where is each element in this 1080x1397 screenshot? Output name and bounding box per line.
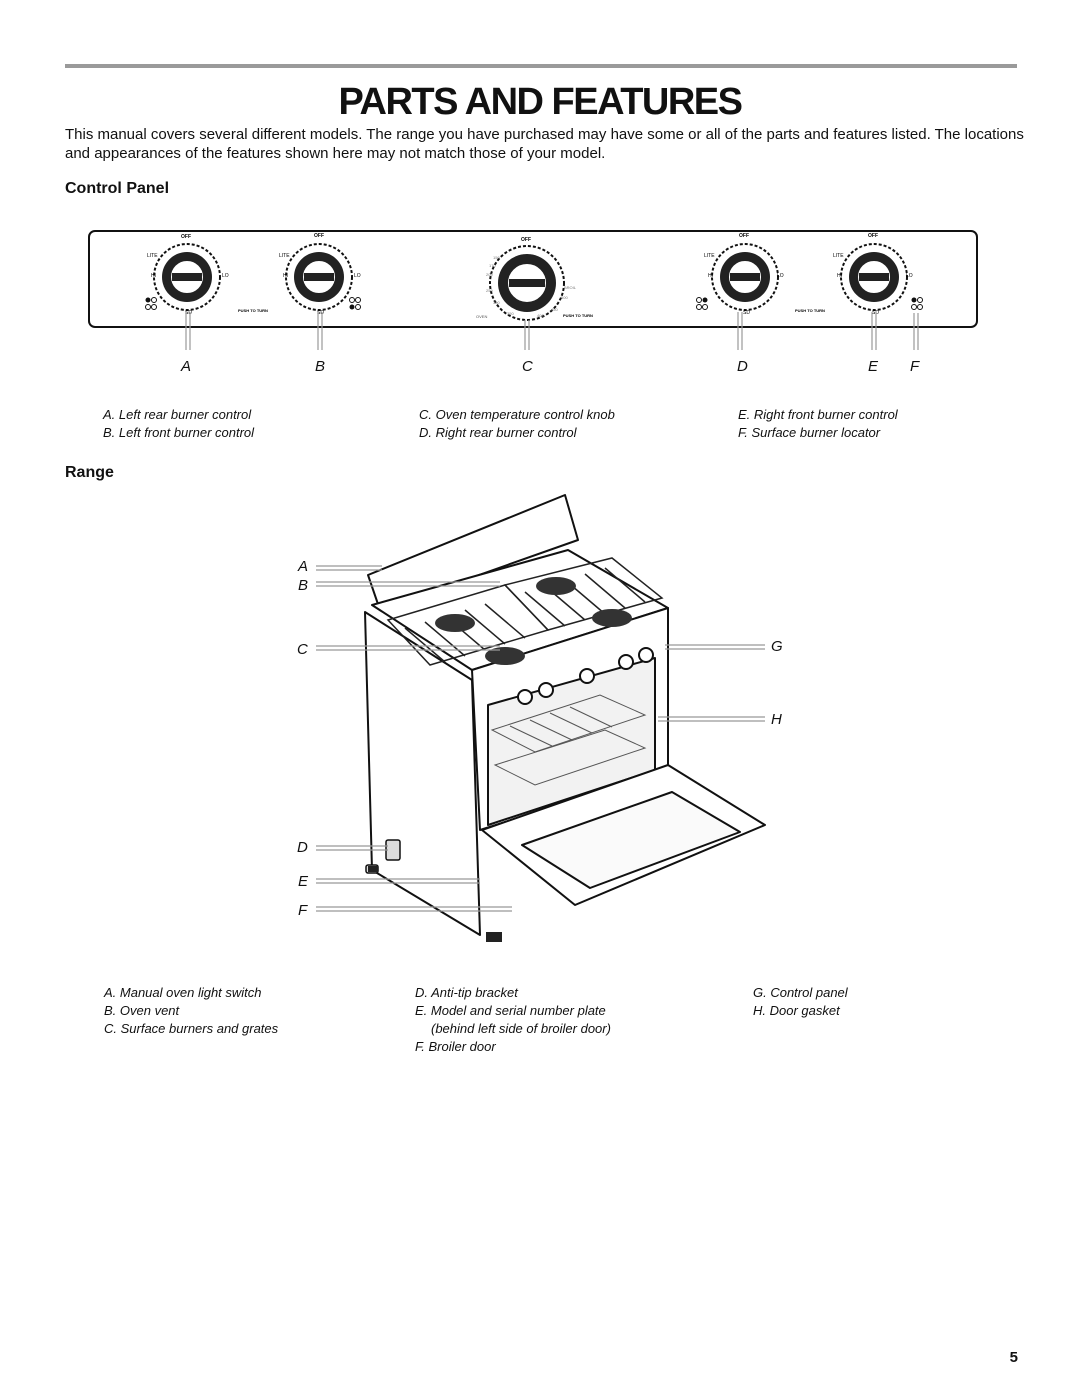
svg-text:OFF: OFF bbox=[868, 233, 878, 239]
callout-f: F bbox=[910, 358, 920, 375]
control-panel-leader-lines bbox=[185, 312, 919, 350]
callout-a: A bbox=[181, 358, 192, 375]
oven-racks bbox=[490, 694, 647, 786]
svg-text:400: 400 bbox=[537, 313, 544, 318]
svg-text:OFF: OFF bbox=[181, 234, 191, 240]
svg-text:HI: HI bbox=[837, 273, 842, 279]
range-callout-b: B bbox=[298, 577, 309, 594]
knob-left-front: OFF LITE HI LO SD bbox=[279, 233, 361, 316]
svg-text:300: 300 bbox=[493, 300, 500, 305]
range-knobs bbox=[517, 647, 654, 705]
control-panel-captions-col1: A. Left rear burner control B. Left fron… bbox=[103, 407, 255, 440]
svg-text:PUSH TO TURN: PUSH TO TURN bbox=[238, 308, 268, 313]
range-callout-f: F bbox=[298, 902, 308, 919]
range-callout-h: H bbox=[771, 711, 782, 728]
range-heading: Range bbox=[65, 464, 114, 481]
feet bbox=[368, 866, 502, 942]
range-callout-e: E bbox=[298, 873, 309, 890]
knob-right-front: OFF LITE HI LO SD bbox=[833, 233, 913, 316]
burner-locator-icon-right-2 bbox=[911, 297, 923, 310]
range-callout-c: C bbox=[297, 641, 308, 658]
burner-locator-icon-left bbox=[145, 297, 157, 310]
svg-text:LO: LO bbox=[777, 273, 784, 279]
svg-text:OFF: OFF bbox=[739, 233, 749, 239]
svg-text:LO: LO bbox=[906, 273, 913, 279]
svg-text:HI: HI bbox=[708, 273, 713, 279]
range-captions-col1: A. Manual oven light switch B. Oven vent… bbox=[104, 985, 279, 1036]
control-panel-diagram: OFF LITE HI LO SD OFF LITE HI LO SD PUSH… bbox=[88, 230, 978, 350]
knob-right-rear: OFF LITE HI LO SD bbox=[704, 233, 784, 316]
range-callout-a: A bbox=[298, 558, 309, 575]
range-leader-lines bbox=[316, 565, 765, 912]
svg-text:HI: HI bbox=[283, 273, 288, 279]
burner-locator-icon-left-2 bbox=[349, 297, 361, 310]
svg-text:500: 500 bbox=[561, 295, 568, 300]
control-panel-captions-col3: E. Right front burner control F. Surface… bbox=[738, 407, 898, 440]
svg-text:HI: HI bbox=[151, 273, 156, 279]
top-rule bbox=[65, 64, 1017, 68]
callout-e: E bbox=[868, 358, 879, 375]
svg-text:250: 250 bbox=[486, 288, 493, 293]
range-callout-g: G bbox=[771, 638, 783, 655]
svg-text:LITE: LITE bbox=[704, 253, 715, 259]
svg-text:150: 150 bbox=[493, 255, 500, 260]
svg-text:PUSH TO TURN: PUSH TO TURN bbox=[795, 308, 825, 313]
svg-text:200: 200 bbox=[486, 272, 493, 277]
svg-text:LITE: LITE bbox=[279, 253, 290, 259]
svg-text:450: 450 bbox=[551, 307, 558, 312]
svg-text:LO: LO bbox=[354, 273, 361, 279]
svg-text:SD: SD bbox=[185, 310, 192, 316]
intro-paragraph: This manual covers several different mod… bbox=[65, 126, 1024, 162]
burners bbox=[435, 577, 632, 665]
range-captions-col3: G. Control panel H. Door gasket bbox=[753, 985, 848, 1018]
svg-text:OFF: OFF bbox=[521, 237, 531, 243]
range-diagram bbox=[316, 494, 766, 942]
knob-left-rear: OFF LITE HI LO SD bbox=[147, 234, 229, 316]
svg-text:SD: SD bbox=[317, 310, 324, 316]
callout-b: B bbox=[315, 358, 326, 375]
svg-text:OFF: OFF bbox=[314, 233, 324, 239]
range-callout-d: D bbox=[297, 839, 308, 856]
svg-text:LITE: LITE bbox=[833, 253, 844, 259]
burner-locator-icon-right bbox=[696, 297, 708, 310]
callout-c: C bbox=[522, 358, 533, 375]
svg-text:OVEN: OVEN bbox=[476, 314, 487, 319]
control-panel-heading: Control Panel bbox=[65, 180, 170, 197]
svg-text:PUSH TO TURN: PUSH TO TURN bbox=[563, 313, 593, 318]
svg-text:350: 350 bbox=[507, 311, 514, 316]
page-number: 5 bbox=[1009, 1349, 1018, 1366]
range-captions-col2: D. Anti-tip bracket E. Model and serial … bbox=[415, 985, 611, 1054]
svg-text:SD: SD bbox=[743, 310, 750, 316]
svg-text:LITE: LITE bbox=[147, 253, 158, 259]
svg-text:LO: LO bbox=[222, 273, 229, 279]
svg-text:170: 170 bbox=[489, 263, 496, 268]
control-panel-captions-col2: C. Oven temperature control knob D. Righ… bbox=[419, 407, 615, 440]
callout-d: D bbox=[737, 358, 748, 375]
oven-temperature-knob: OFF 150 170 200 250 300 350 400 450 500 … bbox=[476, 237, 593, 321]
page-title: Parts and Features bbox=[338, 81, 743, 123]
svg-text:BROIL: BROIL bbox=[564, 285, 577, 290]
